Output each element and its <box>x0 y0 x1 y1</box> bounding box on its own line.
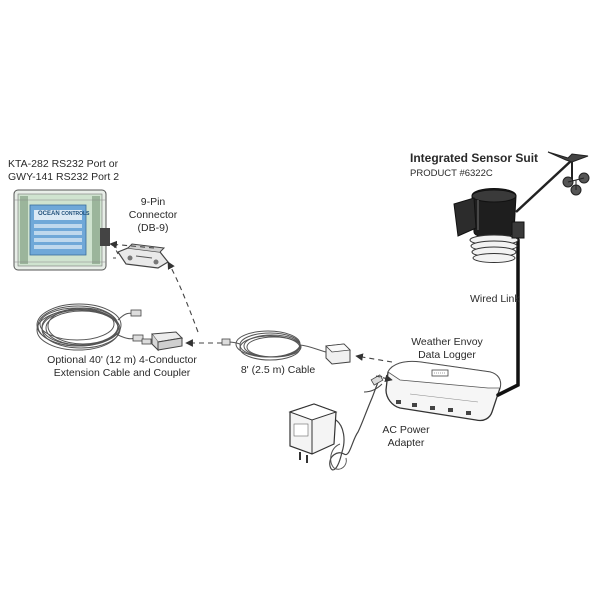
kta-label-line2: GWY-141 RS232 Port 2 <box>8 171 120 183</box>
module-brand-name: OCEAN <box>38 211 60 217</box>
wired-link-cable <box>496 238 520 397</box>
rj-plug-icon <box>221 338 231 346</box>
ac-adapter-label-line2: Adapter <box>387 437 425 449</box>
dashed-arrow-adapter-to-logger <box>375 374 393 383</box>
cable-8ft-label: 8' (2.5 m) Cable <box>240 364 316 376</box>
rj-plug-icon <box>132 334 144 342</box>
relay-module-icon <box>13 189 110 271</box>
extension-label-line2: Extension Cable and Coupler <box>53 367 191 379</box>
module-brand-sub: CONTROLS <box>61 211 90 217</box>
db9-connector-icon <box>117 243 169 269</box>
data-logger-icon <box>385 360 502 422</box>
envoy-label-line2: Data Logger <box>418 349 476 361</box>
extension-label-line1: Optional 40' (12 m) 4-Conductor <box>47 354 197 366</box>
connector-label-line1: 9-Pin <box>140 196 166 208</box>
junction-box-icon <box>325 343 351 365</box>
dashed-arrow-connector-to-module <box>109 240 155 249</box>
sensor-title: Integrated Sensor Suit <box>410 151 539 165</box>
dashed-arrow-logger-to-cable <box>355 353 393 363</box>
connector-label: 9-Pin Connector (DB-9) <box>118 196 188 235</box>
power-adapter-icon <box>288 374 384 471</box>
envoy-label: Weather Envoy Data Logger <box>402 336 492 362</box>
rj-plug-icon <box>130 309 142 317</box>
module-brand: OCEAN CONTROLS <box>38 211 89 218</box>
envoy-label-line1: Weather Envoy <box>411 336 483 348</box>
coiled-cable-icon <box>36 303 137 351</box>
kta-port-label: KTA-282 RS232 Port or GWY-141 RS232 Port… <box>8 158 119 184</box>
coupler-icon <box>141 331 184 352</box>
ac-adapter-label: AC Power Adapter <box>376 424 436 450</box>
kta-label-line1: KTA-282 RS232 Port or <box>8 158 119 170</box>
connector-label-line2: Connector <box>128 209 178 221</box>
coiled-cable-icon <box>227 330 327 361</box>
dashed-arrow-cable-to-connector <box>167 261 199 333</box>
ac-adapter-label-line1: AC Power <box>382 424 430 436</box>
sensor-product: PRODUCT #6322C <box>410 168 493 179</box>
extension-cable-label: Optional 40' (12 m) 4-Conductor Extensio… <box>32 354 212 380</box>
connector-label-line3: (DB-9) <box>137 222 169 234</box>
sensor-suite-icon <box>453 151 590 263</box>
wired-link-label: Wired Link <box>470 293 520 305</box>
